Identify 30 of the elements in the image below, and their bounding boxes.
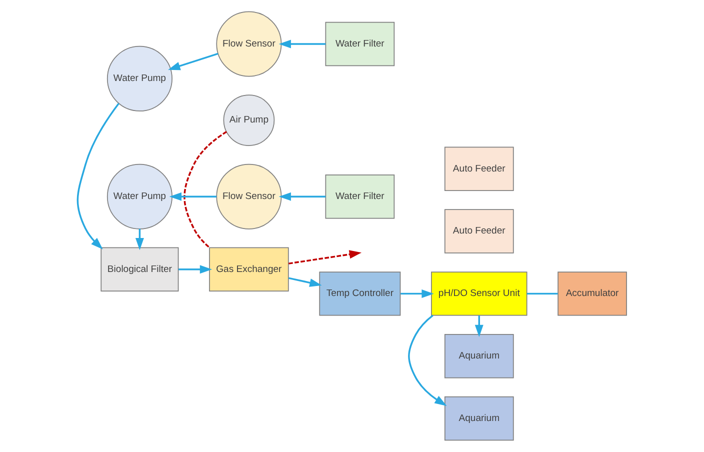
node-circle: Flow Sensor xyxy=(216,11,282,77)
node-box: Aquarium xyxy=(444,396,514,441)
node-circle: Water Pump xyxy=(106,46,172,112)
arrow xyxy=(400,289,434,298)
node-circle: Air Pump xyxy=(223,94,275,146)
node-box: Water Filter xyxy=(325,22,395,66)
arrow xyxy=(76,102,120,250)
node-box: Water Filter xyxy=(325,174,395,219)
arrow xyxy=(278,40,326,48)
node-circle: Flow Sensor xyxy=(216,164,282,230)
arrow xyxy=(169,192,216,201)
arrow xyxy=(278,192,326,201)
node-box: Aquarium xyxy=(444,334,514,378)
node-circle: Water Pump xyxy=(106,164,172,230)
arrow xyxy=(168,52,218,70)
node-box: Temp Controller xyxy=(319,272,401,316)
node-box: Auto Feeder xyxy=(444,146,514,191)
connector xyxy=(526,292,558,295)
arrow xyxy=(408,314,447,406)
arrow xyxy=(178,265,212,274)
arrow xyxy=(288,277,322,287)
node-box: Biological Filter xyxy=(100,247,179,292)
arrow xyxy=(135,228,144,250)
arrow xyxy=(288,250,362,264)
node-box: Auto Feeder xyxy=(444,209,514,254)
node-box: Gas Exchanger xyxy=(209,247,289,292)
connector xyxy=(184,131,227,248)
node-box: Accumulator xyxy=(558,272,627,316)
arrow xyxy=(474,316,484,338)
node-box: pH/DO Sensor Unit xyxy=(431,272,528,316)
